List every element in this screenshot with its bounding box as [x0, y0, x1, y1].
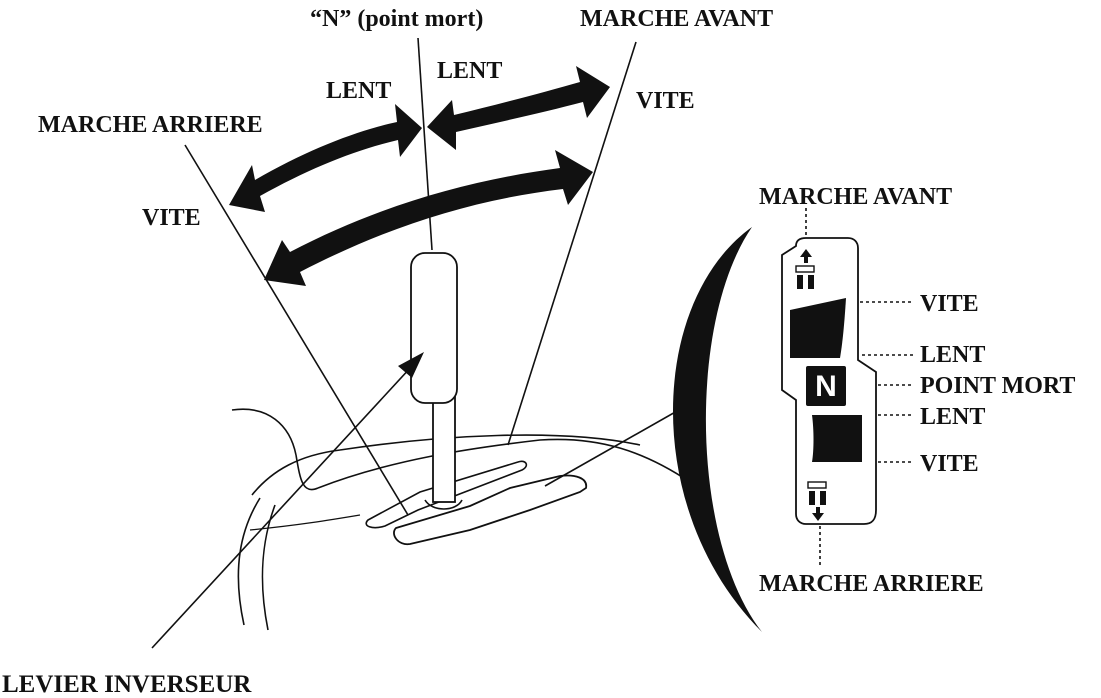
- inset-level-slow-forward: LENT: [920, 342, 985, 368]
- arrow-down-icon: [812, 507, 824, 521]
- forward-label: MARCHE AVANT: [580, 6, 773, 32]
- inset-level-slow-reverse: LENT: [920, 404, 985, 430]
- reverse-label: MARCHE ARRIERE: [38, 112, 263, 138]
- neutral-badge: [806, 366, 846, 406]
- inset-dashed-leaders: [805, 208, 914, 568]
- full-range-arrow: [264, 150, 593, 286]
- inset-gate-plate: N: [781, 237, 877, 525]
- tractor-icon: [807, 481, 827, 505]
- neutral-label: “N” (point mort): [310, 6, 483, 32]
- tractor-icon: [795, 265, 815, 289]
- forward-speed-wedge: [790, 298, 846, 358]
- arrow-up-icon: [800, 249, 812, 263]
- inset-level-neutral: POINT MORT: [920, 373, 1075, 399]
- forward-slow-label: LENT: [437, 58, 502, 84]
- inset-level-fast-reverse: VITE: [920, 451, 979, 477]
- lever-shaft: [432, 395, 456, 503]
- inset-forward-label: MARCHE AVANT: [759, 184, 952, 210]
- reverse-fast-label: VITE: [142, 205, 201, 231]
- reverse-speed-arrow: [229, 104, 422, 212]
- inset-lens: [673, 227, 762, 632]
- forward-fast-label: VITE: [636, 88, 695, 114]
- neutral-badge-text: N: [815, 370, 837, 403]
- inset-reverse-label: MARCHE ARRIERE: [759, 571, 984, 597]
- lever-leader: [151, 352, 424, 649]
- lever-knob: [410, 252, 458, 404]
- reverse-speed-wedge: [812, 415, 862, 462]
- reverse-guide-line: [184, 144, 409, 516]
- inset-level-fast-forward: VITE: [920, 291, 979, 317]
- direction-arrows: [229, 66, 610, 286]
- forward-speed-arrow: [427, 66, 610, 150]
- lever-label: LEVIER INVERSEUR: [2, 671, 252, 698]
- reverse-slow-label: LENT: [326, 78, 391, 104]
- gate-slot-plate: [365, 460, 587, 546]
- forward-guide-line: [507, 41, 637, 446]
- shuttle-lever: [410, 252, 463, 510]
